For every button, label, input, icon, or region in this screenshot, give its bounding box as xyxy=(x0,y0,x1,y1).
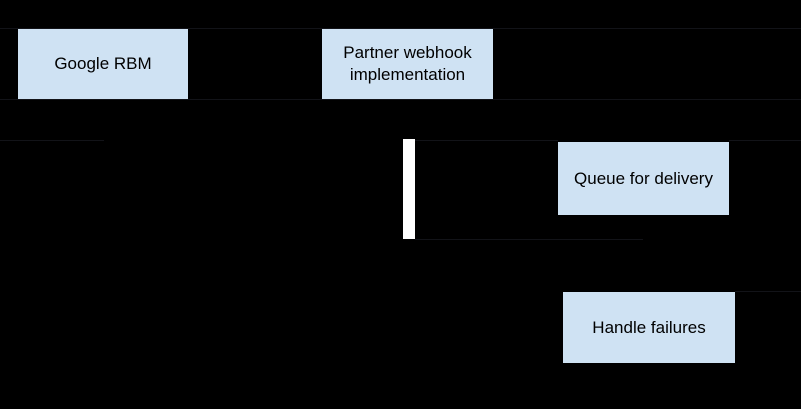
message-line-3-segment xyxy=(735,291,801,292)
node-queue-for-delivery-label: Queue for delivery xyxy=(574,168,713,188)
activation-bar xyxy=(403,139,415,239)
node-google-rbm: Google RBM xyxy=(18,29,188,99)
message-line-1-mid-segment xyxy=(415,140,558,141)
participant-row-top-line xyxy=(0,28,801,29)
participant-row-bottom-line xyxy=(0,99,801,100)
node-partner-webhook-label-line1: Partner webhook xyxy=(343,43,472,62)
node-partner-webhook: Partner webhook implementation xyxy=(322,29,493,99)
node-handle-failures-label: Handle failures xyxy=(592,317,706,337)
message-line-2-segment xyxy=(415,239,643,240)
node-queue-for-delivery: Queue for delivery xyxy=(558,142,729,215)
message-line-1-right-segment xyxy=(729,140,801,141)
node-handle-failures: Handle failures xyxy=(563,292,735,363)
node-partner-webhook-label-line2: implementation xyxy=(349,65,466,84)
node-google-rbm-label: Google RBM xyxy=(54,54,152,73)
message-line-1-left-segment xyxy=(0,140,104,141)
